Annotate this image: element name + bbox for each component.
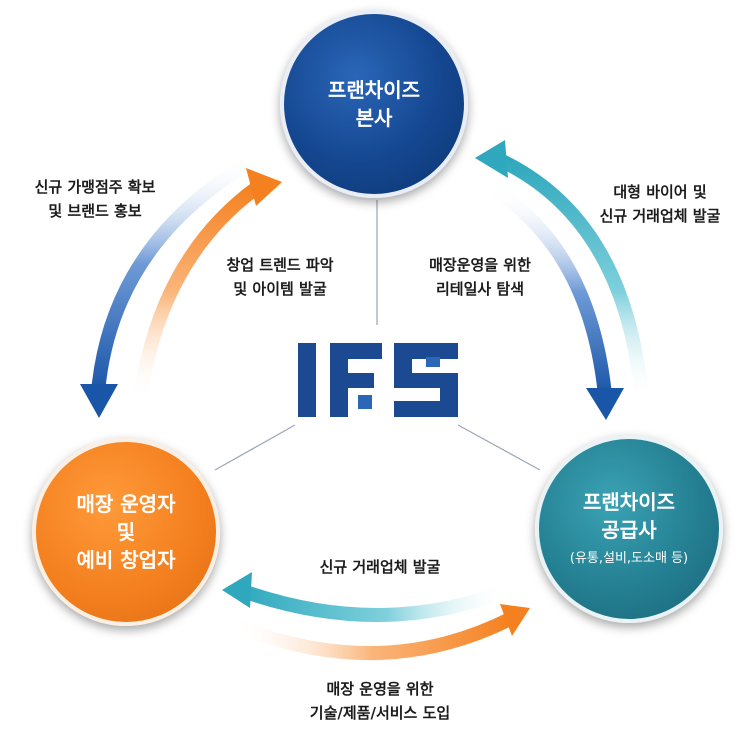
label-line: 매장운영을 위한 [429,256,531,274]
label-line: 신규 거래업체 발굴 [319,558,441,576]
node-operator-line-1: 매장 운영자 [76,492,176,516]
label-line: 신규 거래업체 발굴 [599,207,721,225]
arrowhead-right-outer [475,140,508,178]
label-retailer-search: 매장운영을 위한 리테일사 탐색 [400,253,560,301]
arrowhead-left-outer [80,384,118,418]
label-line: 창업 트렌드 파악 [226,256,334,274]
connector-line-supplier [457,424,541,471]
ifs-logo [298,343,458,417]
arrowhead-bottom-inner [222,572,252,608]
label-line: 대형 바이어 및 [613,183,707,201]
node-operator-line-2: 및 [116,520,136,544]
arc-left-outer [91,151,262,393]
arrowhead-right-inner [586,388,624,420]
arc-bottom-outer [229,611,516,660]
node-franchise-supplier: 프랜차이즈 공급사 (유통,설비,도소매 등) [535,435,723,623]
node-franchise-hq: 프랜차이즈 본사 [280,10,468,198]
arrowhead-bottom-outer [500,604,530,636]
node-supplier-sub: (유통,설비,도소매 등) [569,551,689,566]
label-recruit-franchisees: 신규 가맹점주 확보 및 브랜드 홍보 [10,175,180,223]
arrowhead-left-inner [246,168,282,206]
node-store-operator: 매장 운영자 및 예비 창업자 [32,438,220,626]
arc-left-inner [133,178,267,401]
label-line: 및 아이템 발굴 [233,280,327,298]
node-operator-line-3: 예비 창업자 [76,548,176,572]
arc-right-inner [488,182,612,396]
node-hq-line-1: 프랜차이즈 [328,78,420,102]
label-line: 리테일사 탐색 [435,280,525,298]
label-line: 기술/제품/서비스 도입 [309,704,451,722]
node-hq-line-2: 본사 [355,106,393,130]
label-line: 매장 운영을 위한 [326,680,434,698]
label-trend-discovery: 창업 트렌드 파악 및 아이템 발굴 [200,253,360,301]
arc-bottom-inner [237,583,511,622]
label-line: 신규 가맹점주 확보 [34,178,156,196]
connector-line-operator [214,424,296,471]
label-new-vendor-discovery: 신규 거래업체 발굴 [290,555,470,579]
label-line: 및 브랜드 홍보 [48,202,142,220]
arc-right-outer [496,153,649,401]
label-tech-adoption: 매장 운영을 위한 기술/제품/서비스 도입 [275,677,485,725]
node-supplier-line-1: 프랜차이즈 [583,490,675,514]
label-buyer-discovery: 대형 바이어 및 신규 거래업체 발굴 [570,180,750,228]
node-supplier-line-2: 공급사 [601,518,657,542]
